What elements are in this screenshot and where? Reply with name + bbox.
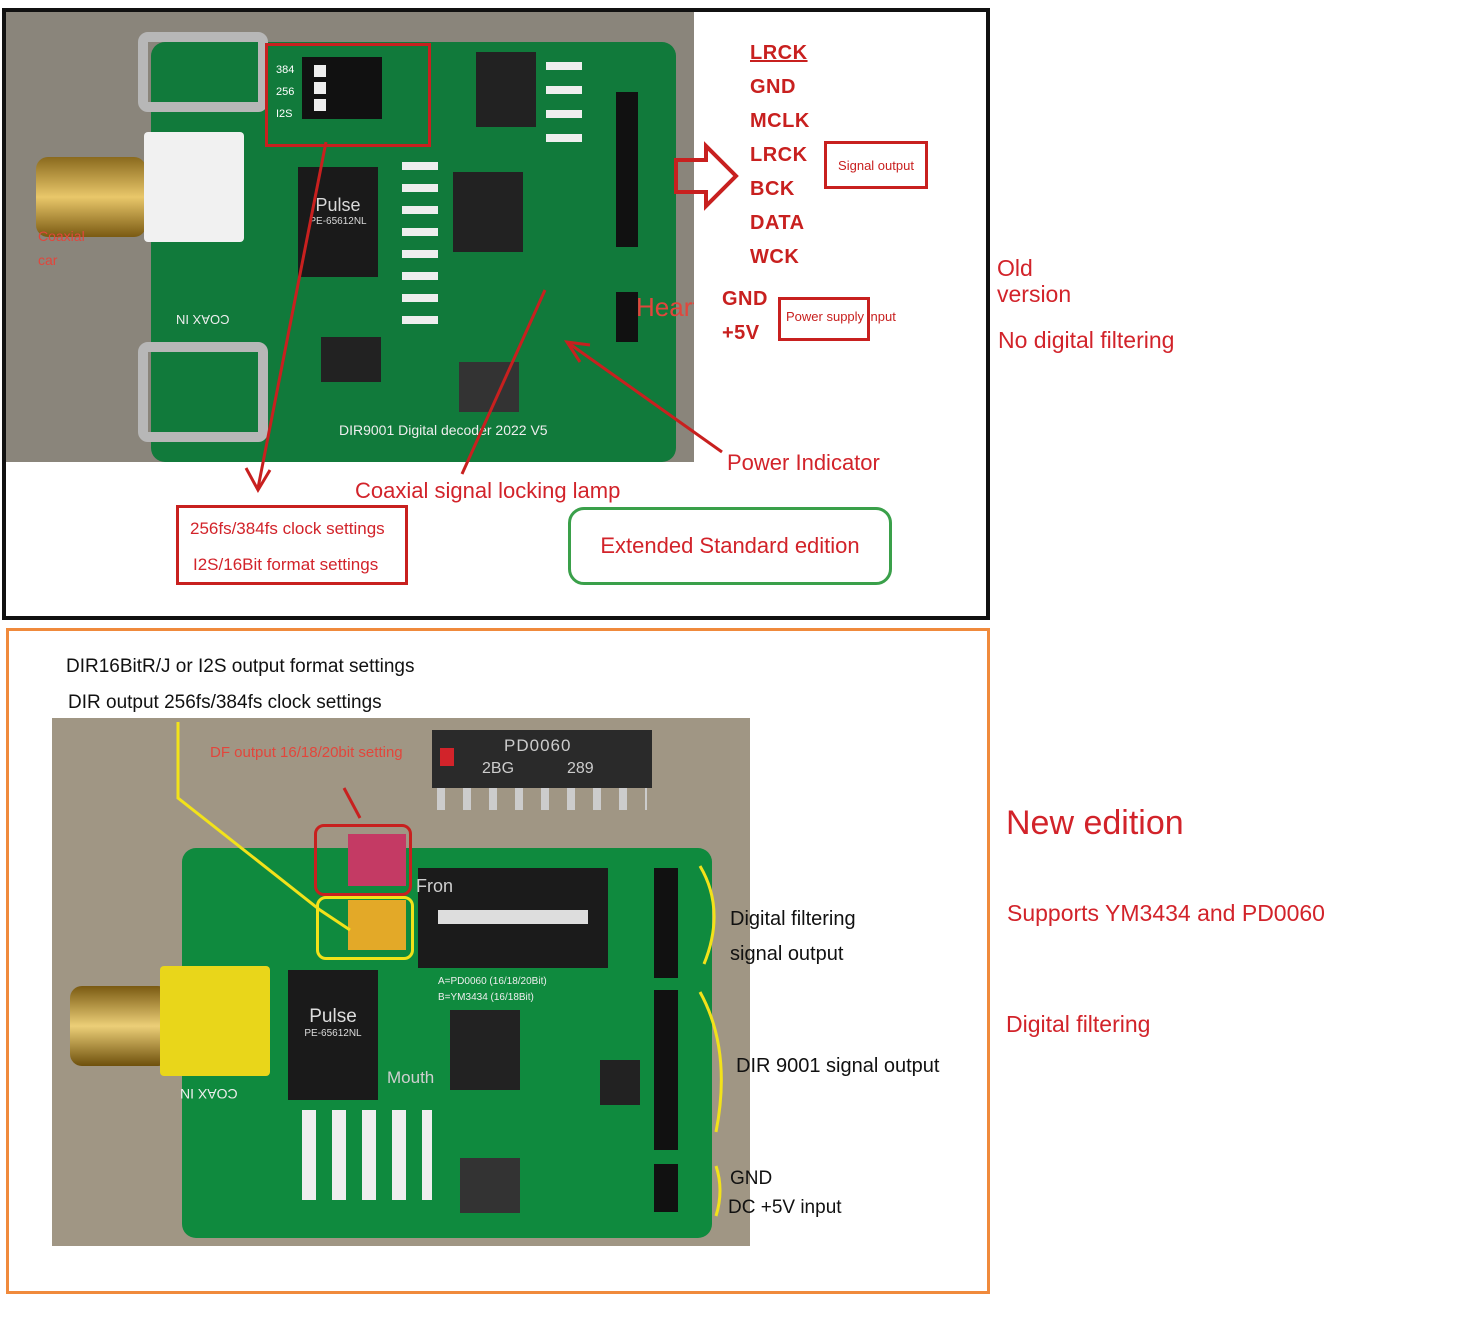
- pd0060-chip-num: 289: [567, 760, 594, 777]
- pd0060-chip-name: PD0060: [504, 736, 572, 755]
- new-format-settings-label: DIR16BitR/J or I2S output format setting…: [66, 656, 415, 677]
- dc-input-label: DC +5V input: [728, 1197, 842, 1218]
- dip-switch: [302, 57, 382, 119]
- pd0060-legs: [437, 788, 647, 810]
- pulse-transformer-new-text: Pulse: [309, 1006, 357, 1027]
- coaxial-label: Coaxial: [38, 228, 85, 244]
- old-version-frame: [2, 8, 990, 620]
- power-pin-gnd: GND: [722, 288, 768, 310]
- pin-header: [616, 92, 638, 247]
- pin-label-mclk: MCLK: [750, 110, 810, 132]
- chip-small: [321, 337, 381, 382]
- pulse-transformer-text: Pulse: [315, 195, 361, 215]
- dir-output-label: DIR 9001 signal output: [736, 1055, 940, 1077]
- df-setting-label: DF output 16/18/20bit setting: [210, 744, 403, 761]
- car-label: car: [38, 252, 58, 268]
- pulse-transformer-new: Pulse PE-65612NL: [288, 970, 378, 1100]
- digital-filter-line2: signal output: [730, 943, 844, 965]
- old-title-line2: version: [997, 281, 1072, 307]
- smd-row-new: [302, 1110, 432, 1200]
- power-header: [616, 292, 638, 342]
- pd0060-chip: PD0060 2BG 289: [432, 730, 652, 788]
- old-filter-note: No digital filtering: [998, 327, 1175, 353]
- new-filter-note: Digital filtering: [1006, 1011, 1151, 1037]
- extended-edition-box: Extended Standard edition: [568, 507, 892, 585]
- format-settings-label: I2S/16Bit format settings: [193, 555, 379, 574]
- header-dir-out: [654, 990, 678, 1150]
- rca-yellow-body: [160, 966, 270, 1076]
- dip-label-256: 256: [276, 86, 295, 98]
- ic-socket: [418, 868, 608, 968]
- old-title-line1: Old: [997, 255, 1033, 281]
- pin-label-data: DATA: [750, 212, 805, 234]
- dir9001-chip-new: [450, 1010, 520, 1090]
- dip-yellow: [348, 900, 406, 950]
- pulse-transformer-part: PE-65612NL: [309, 216, 367, 227]
- clock-settings-label: 256fs/384fs clock settings: [190, 519, 385, 538]
- old-callout-lines: [244, 141, 739, 494]
- header-df-out: [654, 868, 678, 978]
- pink-highlight-box: [314, 824, 412, 896]
- power-pin-5v: +5V: [722, 322, 760, 344]
- old-board-photo: Pulse PE-65612NL 384 256 I2S COAX IN DIR…: [6, 12, 694, 462]
- front-label: Fron: [416, 876, 454, 896]
- new-board-photo: PD0060 2BG 289 Fron Pulse PE-65612NL Mou…: [52, 718, 750, 1246]
- supports-label: Supports YM3434 and PD0060: [1007, 900, 1325, 926]
- rca-white-body: [144, 132, 244, 242]
- mouth-label: Mouth: [387, 1068, 435, 1087]
- signal-output-box: Signal output: [824, 141, 928, 189]
- gnd-label-new: GND: [730, 1168, 773, 1189]
- dip-highlight-box: [265, 43, 431, 147]
- chip-dir9001: [453, 172, 523, 252]
- power-indicator-label: Power Indicator: [727, 450, 880, 475]
- regulator-new: [460, 1158, 520, 1213]
- power-supply-box: [778, 297, 870, 341]
- chip-options-a: A=PD0060 (16/18/20Bit): [438, 976, 547, 987]
- smd-components: [402, 162, 438, 332]
- pin-label-bck: BCK: [750, 178, 795, 200]
- yellow-highlight-box: [316, 896, 414, 960]
- small-chip-new: [600, 1060, 640, 1105]
- pin-label-wck: WCK: [750, 246, 800, 268]
- board-model-text: DIR9001 Digital decoder 2022 V5: [339, 422, 548, 438]
- dip-pink: [348, 834, 406, 886]
- new-edition-title: New edition: [1006, 804, 1184, 842]
- new-callout-lines: [176, 722, 723, 1217]
- smd-components-right: [546, 62, 582, 142]
- dip-label-i2s: I2S: [276, 108, 293, 120]
- pd0060-chip-code: 2BG: [482, 760, 515, 777]
- pulse-transformer-new-part: PE-65612NL: [304, 1028, 362, 1039]
- signal-output-label: Signal output: [838, 157, 914, 173]
- new-version-frame: [6, 628, 990, 1294]
- new-clock-settings-label: DIR output 256fs/384fs clock settings: [68, 692, 382, 713]
- header-power: [654, 1164, 678, 1212]
- pin-label-gnd: GND: [750, 76, 796, 98]
- rca-gold-connector: [36, 157, 146, 237]
- digital-filter-line1: Digital filtering: [730, 908, 856, 930]
- pin-label-lrck-top: LRCK: [750, 42, 808, 64]
- rca-shield-top: [138, 32, 268, 112]
- chip-options-b: B=YM3434 (16/18Bit): [438, 992, 534, 1003]
- settings-box: [176, 505, 408, 585]
- power-supply-label: Power supply input: [786, 309, 896, 324]
- df-setting-marker: [440, 748, 454, 766]
- chip-top: [476, 52, 536, 127]
- rca-shield-bottom: [138, 342, 268, 442]
- dip-label-384: 384: [276, 64, 295, 76]
- pin-label-lrck: LRCK: [750, 144, 808, 166]
- lock-lamp-label: Coaxial signal locking lamp: [355, 478, 621, 503]
- heart-label: Heart: [636, 292, 694, 322]
- rca-gold-connector-new: [70, 986, 170, 1066]
- extended-edition-label: Extended Standard edition: [600, 533, 860, 558]
